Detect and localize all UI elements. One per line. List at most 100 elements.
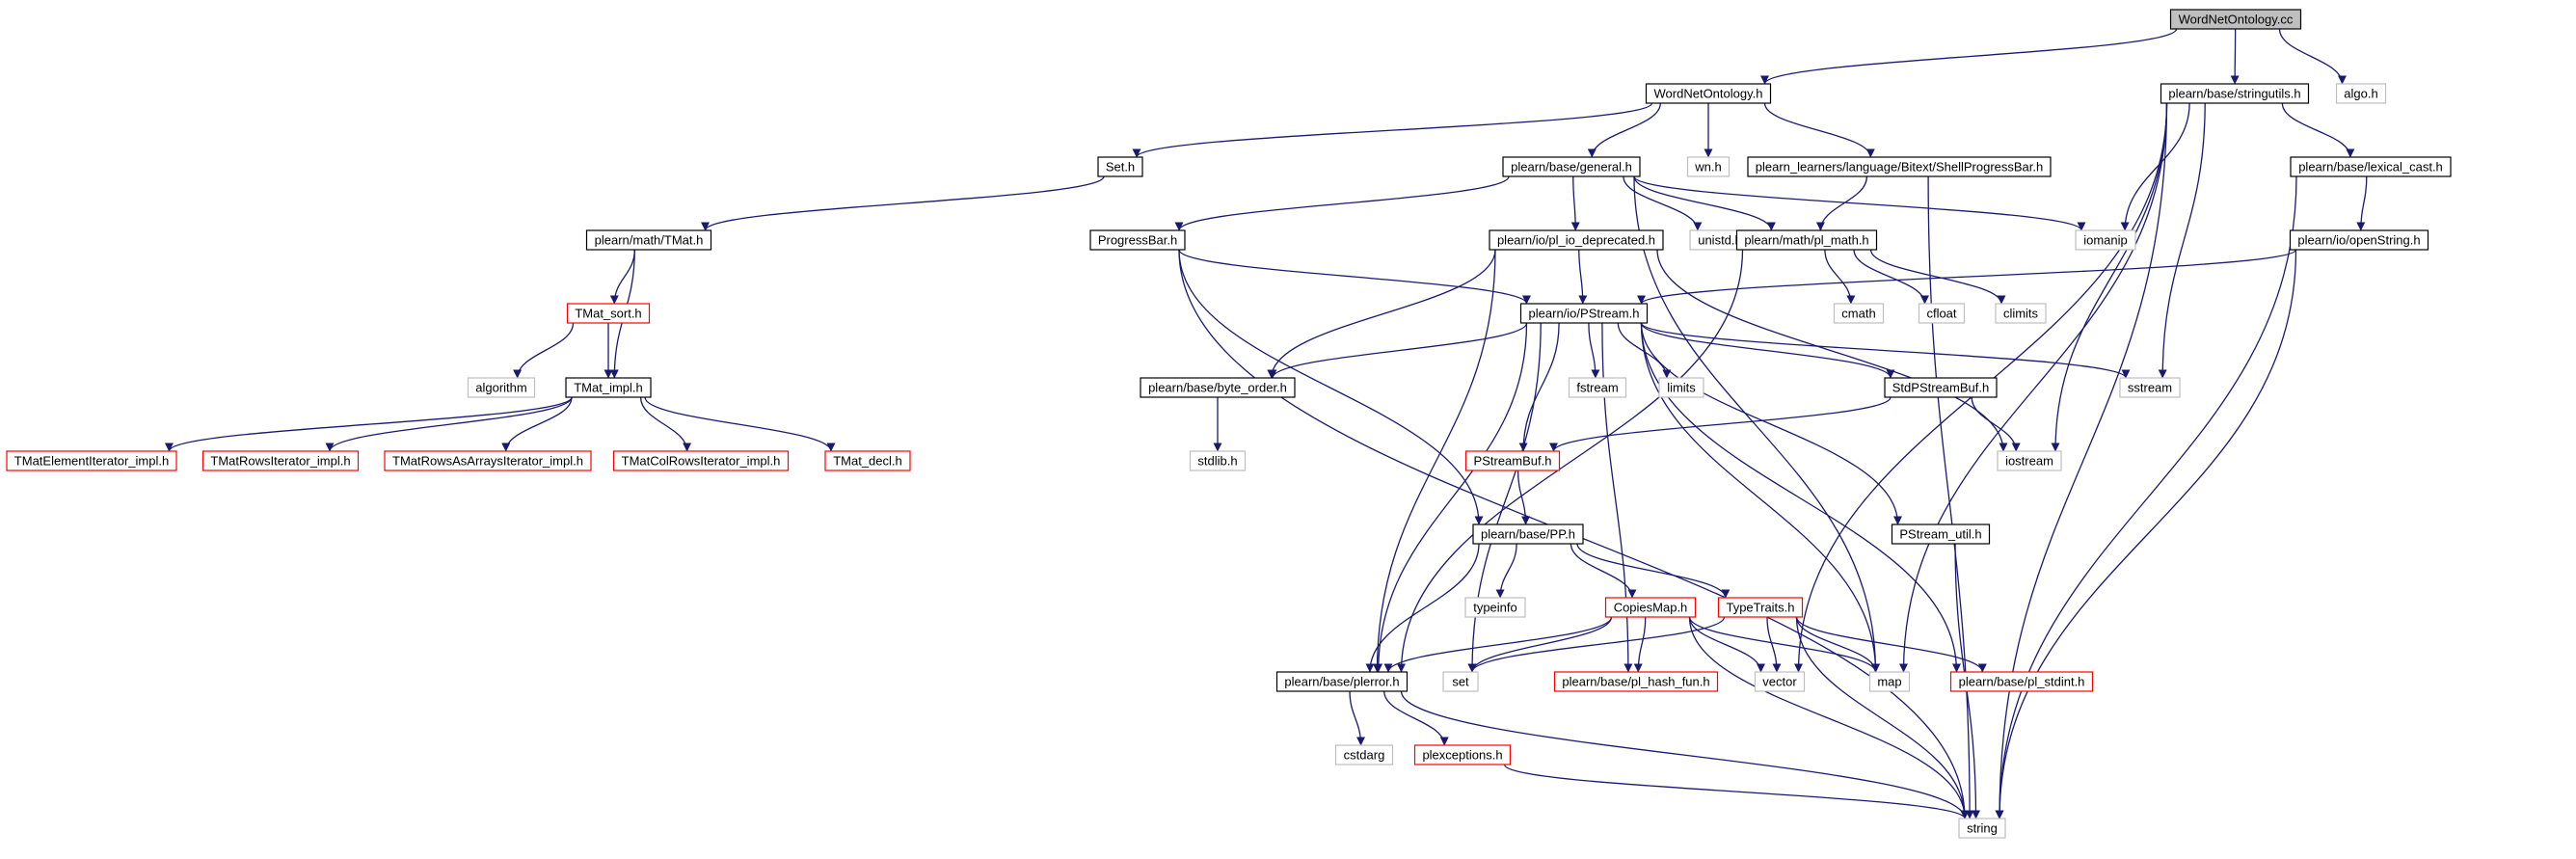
node-copiesmap-h[interactable]: CopiesMap.h (1604, 597, 1697, 618)
node-tmatrowsiterator-impl-h[interactable]: TMatRowsIterator_impl.h (201, 450, 360, 471)
edge-line (1995, 102, 2168, 819)
node-label: TMatRowsAsArraysIterator_impl.h (392, 454, 583, 469)
edge-pl-io-deprecated-h-to-plerror-h (1372, 249, 1496, 673)
edge-copiesmap-h-to-map (1688, 616, 1880, 673)
node-label: plearn/base/lexical_cast.h (2298, 160, 2443, 174)
node-cfloat: cfloat (1918, 303, 1966, 324)
node-box (1645, 83, 1772, 104)
node-pstream-h[interactable]: plearn/io/PStream.h (1519, 303, 1649, 324)
node-label: plexceptions.h (1422, 748, 1502, 763)
edge-line (1267, 249, 1496, 379)
edge-typetraits-h-to-string (1795, 616, 1970, 819)
node-stdpstreambuf-h[interactable]: StdPStreamBuf.h (1884, 377, 1998, 398)
node-iomanip: iomanip (2075, 229, 2136, 251)
node-label: climits (2003, 307, 2039, 321)
edge-wordnetontology-cc-to-stringutils-h (2230, 28, 2240, 85)
node-box (384, 450, 592, 471)
edge-tmat-impl-h-to-tmatrowsiterator-impl-h (325, 396, 573, 452)
edge-line (1587, 102, 1661, 158)
node-label: WordNetOntology.h (1654, 87, 1763, 101)
node-label: TypeTraits.h (1726, 601, 1794, 615)
node-openstring-h[interactable]: plearn/io/openString.h (2289, 229, 2429, 251)
node-pl-math-h[interactable]: plearn/math/pl_math.h (1735, 229, 1878, 251)
edge-line (1467, 616, 1726, 673)
node-box (1995, 303, 2047, 324)
node-label: TMat_impl.h (574, 381, 643, 395)
node-stdlib-h: stdlib.h (1189, 450, 1247, 471)
edge-pstream-h-to-fstream (1588, 322, 1600, 379)
node-label: string (1967, 821, 1998, 836)
node-lexical-cast-h[interactable]: plearn/base/lexical_cast.h (2290, 156, 2452, 177)
node-pstream-util-h[interactable]: PStream_util.h (1891, 523, 1991, 545)
node-pl-io-deprecated-h[interactable]: plearn/io/pl_io_deprecated.h (1489, 229, 1664, 251)
node-box (1464, 597, 1526, 618)
edge-line (1760, 28, 2178, 85)
node-stringutils-h[interactable]: plearn/base/stringutils.h (2160, 83, 2310, 104)
edge-progressbar-h-to-pp-h (1178, 249, 1484, 525)
node-set-h[interactable]: Set.h (1097, 156, 1143, 177)
edge-line (1899, 102, 2168, 673)
node-algo-h: algo.h (2335, 83, 2387, 104)
node-box (1754, 671, 1806, 692)
node-label: typeinfo (1473, 601, 1517, 615)
node-label: vector (1762, 675, 1797, 689)
edge-set-h-to-tmat-h (701, 175, 1105, 231)
node-progressbar-h[interactable]: ProgressBar.h (1089, 229, 1186, 251)
node-label: plearn/io/pl_io_deprecated.h (1497, 233, 1655, 248)
node-label: TMat_decl.h (833, 454, 902, 469)
node-unistd-h: unistd.h (1689, 229, 1751, 251)
node-pstreambuf-h[interactable]: PStreamBuf.h (1464, 450, 1561, 471)
node-plexceptions-h[interactable]: plexceptions.h (1413, 744, 1512, 765)
edge-line (1633, 616, 1647, 673)
edge-pstream-h-to-pl-stdint-h (1640, 322, 1961, 673)
node-box (1275, 671, 1409, 692)
node-tmatelementiterator-impl-h[interactable]: TMatElementIterator_impl.h (6, 450, 177, 471)
edge-line (1178, 249, 1484, 525)
node-box (201, 450, 360, 471)
edge-pl-io-deprecated-h-to-pstream-h (1578, 249, 1588, 305)
node-general-h[interactable]: plearn/base/general.h (1502, 156, 1641, 177)
edge-general-h-to-unistd-h (1623, 175, 1703, 231)
node-label: wn.h (1694, 160, 1721, 174)
node-tmatcolrowsiterator-impl-h[interactable]: TMatColRowsIterator_impl.h (612, 450, 790, 471)
edge-plerror-h-to-cstdarg (1349, 690, 1366, 746)
edge-line (513, 322, 575, 379)
edge-pstream-h-to-sstream (1640, 322, 2131, 379)
node-wordnetontology-cc[interactable]: WordNetOntology.cc (2169, 9, 2302, 30)
edge-line (1633, 175, 1776, 231)
node-box (1442, 671, 1479, 692)
node-label: sstream (2128, 381, 2172, 395)
node-tmat-h[interactable]: plearn/math/TMat.h (585, 229, 712, 251)
edge-plerror-h-to-string (1400, 690, 1970, 819)
edge-line (1374, 322, 1528, 673)
edge-stdpstreambuf-h-to-iostream (1971, 396, 2021, 452)
node-byte-order-h[interactable]: plearn/base/byte_order.h (1140, 377, 1296, 398)
node-pl-hash-fun-h[interactable]: plearn/base/pl_hash_fun.h (1553, 671, 1719, 692)
edge-line (1132, 102, 1653, 158)
node-plerror-h[interactable]: plearn/base/plerror.h (1275, 671, 1409, 692)
node-label: TMatRowsIterator_impl.h (210, 454, 350, 469)
edge-line (325, 396, 573, 452)
node-pp-h[interactable]: plearn/base/PP.h (1472, 523, 1584, 545)
node-box (1140, 377, 1296, 398)
node-pl-stdint-h[interactable]: plearn/base/pl_stdint.h (1949, 671, 2094, 692)
edge-line (1688, 616, 1970, 819)
edge-line (1570, 175, 1580, 231)
edge-line (1400, 690, 1970, 819)
node-box (2075, 229, 2136, 251)
edge-copiesmap-h-to-string (1688, 616, 1970, 819)
edge-openstring-h-to-pstream-h (1637, 249, 2297, 305)
node-typetraits-h[interactable]: TypeTraits.h (1717, 597, 1804, 618)
node-tmat-sort-h[interactable]: TMat_sort.h (566, 303, 651, 324)
node-label: plearn_learners/language/Bitext/ShellPro… (1756, 160, 2043, 174)
node-tmat-decl-h[interactable]: TMat_decl.h (824, 450, 911, 471)
edge-stringutils-h-to-sstream (2158, 102, 2206, 379)
node-tmatrowsasarraysiterator-impl-h[interactable]: TMatRowsAsArraysIterator_impl.h (384, 450, 592, 471)
edge-pstream-h-to-pstreambuf-h (1518, 322, 1560, 452)
node-tmat-impl-h[interactable]: TMat_impl.h (565, 377, 652, 398)
edge-line (1853, 249, 1929, 305)
node-shellprogressbar-h[interactable]: plearn_learners/language/Bitext/ShellPro… (1747, 156, 2052, 177)
edge-pl-math-h-to-cfloat (1853, 249, 1929, 305)
edge-line (1688, 616, 1880, 673)
node-wordnetontology-h[interactable]: WordNetOntology.h (1645, 83, 1772, 104)
